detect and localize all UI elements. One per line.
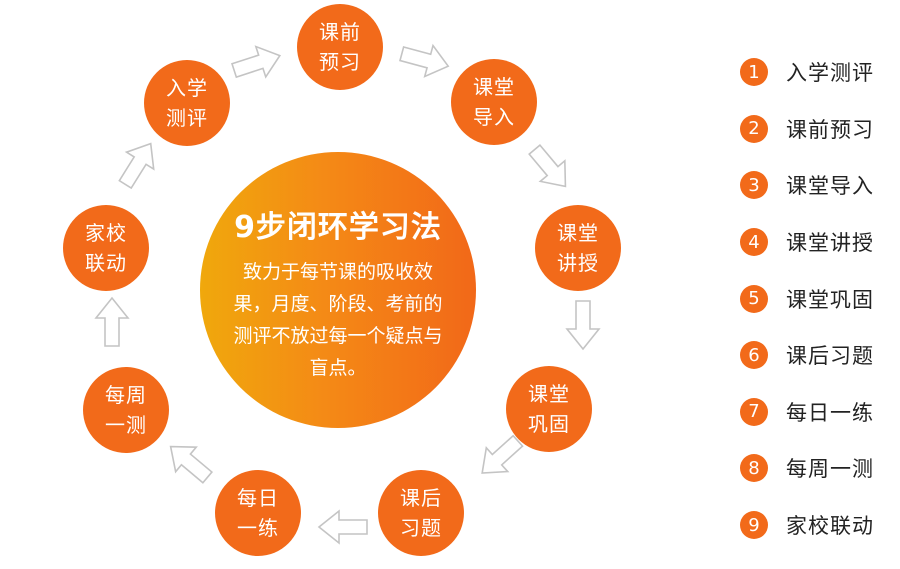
step-circle-8: 每周 一测: [83, 367, 169, 453]
step-circle-4: 课堂 讲授: [535, 205, 621, 291]
step-number-badge: 2: [740, 114, 768, 143]
legend-label: 课后习题: [786, 344, 874, 369]
step-number-badge: 4: [740, 228, 768, 257]
step-text: 课堂: [528, 382, 570, 406]
legend-item: 5 课堂巩固: [740, 270, 874, 327]
step-text: 联动: [85, 251, 127, 275]
step-text: 课堂: [557, 221, 599, 245]
step-text: 家校: [85, 221, 127, 245]
legend-label: 课堂讲授: [786, 231, 874, 256]
step-text: 课后: [400, 486, 442, 510]
step-text: 一练: [237, 516, 279, 540]
legend-item: 8 每周一测: [740, 440, 874, 497]
legend-label: 课堂巩固: [786, 287, 874, 312]
step-circle-6: 课后 习题: [378, 470, 464, 556]
legend-item: 9 家校联动: [740, 497, 874, 554]
step-circle-3: 课堂 导入: [451, 59, 537, 145]
arrow-icon: [110, 134, 166, 194]
legend-item: 6 课后习题: [740, 327, 874, 384]
center-circle: 9步闭环学习法 致力于每节课的吸收效果，月度、阶段、考前的测评不放过每一个疑点与…: [200, 152, 476, 428]
step-circle-5: 课堂 巩固: [506, 366, 592, 452]
step-number-badge: 6: [740, 341, 768, 370]
step-circle-2: 课前 预习: [297, 4, 383, 90]
step-number-badge: 1: [740, 58, 768, 87]
step-text: 巩固: [528, 412, 570, 436]
step-text: 测评: [166, 106, 208, 130]
step-text: 每日: [237, 486, 279, 510]
step-text: 每周: [105, 383, 147, 407]
legend-label: 课堂导入: [786, 174, 874, 199]
step-text: 导入: [473, 105, 515, 129]
step-text: 预习: [319, 50, 361, 74]
step-circle-1: 入学 测评: [144, 60, 230, 146]
step-circle-7: 每日 一练: [215, 470, 301, 556]
legend-label: 入学测评: [786, 61, 874, 86]
step-text: 一测: [105, 413, 147, 437]
legend-label: 每日一练: [786, 400, 874, 425]
center-description: 致力于每节课的吸收效果，月度、阶段、考前的测评不放过每一个疑点与盲点。: [233, 261, 443, 379]
step-text: 讲授: [557, 251, 599, 275]
legend-label: 每周一测: [786, 457, 874, 482]
step-number-badge: 7: [740, 397, 768, 426]
arrow-icon: [159, 433, 219, 491]
legend-item: 4 课堂讲授: [740, 214, 874, 271]
step-text: 课前: [319, 20, 361, 44]
arrow-icon: [566, 300, 600, 350]
step-number-badge: 9: [740, 511, 768, 540]
legend-item: 1 入学测评: [740, 44, 874, 101]
step-circle-9: 家校 联动: [63, 205, 149, 291]
step-text: 课堂: [473, 75, 515, 99]
legend-label: 课前预习: [786, 117, 874, 142]
arrow-icon: [396, 37, 454, 83]
arrow-icon: [521, 138, 579, 198]
step-number-badge: 3: [740, 171, 768, 200]
arrow-icon: [95, 297, 129, 347]
legend-item: 7 每日一练: [740, 384, 874, 441]
center-title: 9步闭环学习法: [234, 210, 442, 245]
legend-label: 家校联动: [786, 514, 874, 539]
step-number-badge: 5: [740, 284, 768, 313]
legend-item: 2 课前预习: [740, 101, 874, 158]
step-number-badge: 8: [740, 454, 768, 483]
step-text: 习题: [400, 516, 442, 540]
arrow-icon: [318, 510, 368, 544]
legend: 1 入学测评 2 课前预习 3 课堂导入 4 课堂讲授 5 课堂巩固 6 课后习…: [740, 44, 874, 553]
step-text: 入学: [166, 76, 208, 100]
arrow-icon: [228, 39, 286, 87]
legend-item: 3 课堂导入: [740, 157, 874, 214]
